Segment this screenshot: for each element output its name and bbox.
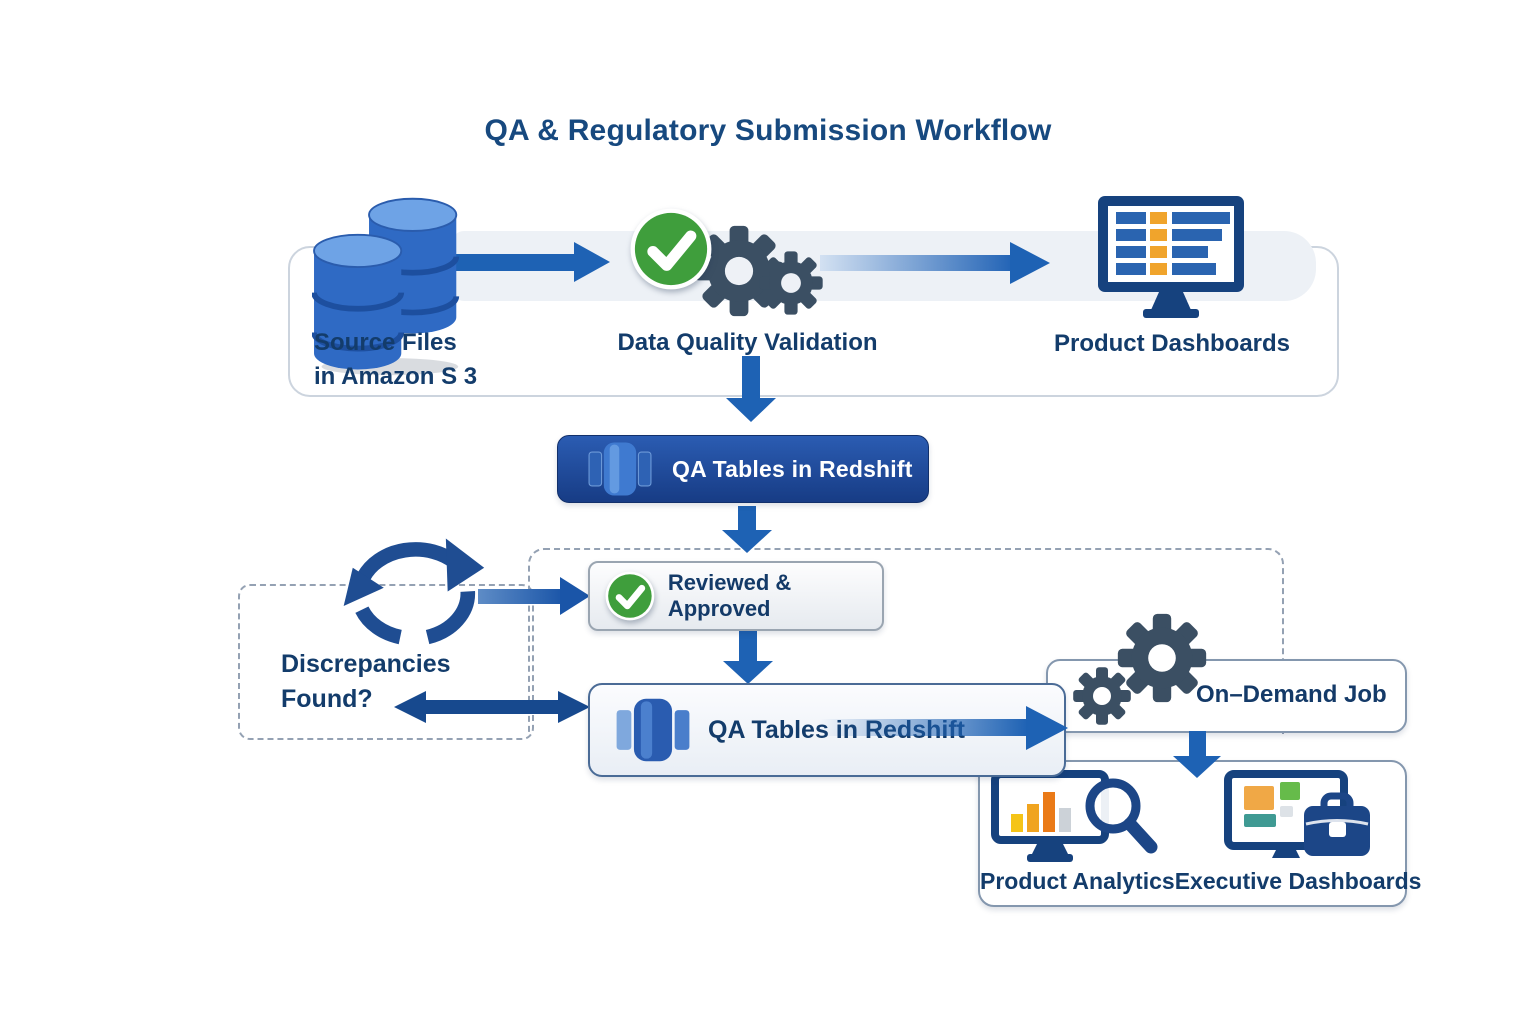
- page-title: QA & Regulatory Submission Workflow: [484, 114, 1052, 147]
- discrepancies-dashed-region: [238, 584, 534, 740]
- gear-small-icon: [758, 250, 824, 316]
- product-analytics-node: Product Analytics: [980, 762, 1175, 905]
- arrow-shaft: [456, 254, 576, 271]
- arrow-shaft: [820, 719, 1028, 736]
- arrow-shaft: [478, 589, 564, 604]
- discrepancies-label: Discrepancies Found?: [281, 647, 451, 717]
- gear-large-icon: [1116, 612, 1208, 704]
- gear-small-icon: [1072, 666, 1132, 726]
- product-analytics-label: Product Analytics: [980, 868, 1175, 894]
- arrow-head: [722, 530, 772, 553]
- reviewed-approved-label: Reviewed & Approved: [667, 570, 792, 621]
- qa-redshift-node-top: QA Tables in Redshift: [557, 435, 929, 503]
- monitor-chart-magnifier-icon: [991, 770, 1158, 862]
- review-loop-dashed-region: [528, 548, 1284, 734]
- monitor-briefcase-icon: [1224, 770, 1371, 858]
- redshift-columns-icon: [588, 442, 652, 496]
- source-label-line1: Source Files: [314, 329, 457, 356]
- outputs-container: Product Analytics Executive Dashboards: [978, 760, 1421, 907]
- arrow-shaft: [738, 506, 756, 532]
- database-stack-icon: [312, 194, 464, 378]
- arrow-head-right: [558, 691, 590, 723]
- arrow-head: [574, 242, 610, 282]
- briefcase: [1304, 792, 1371, 856]
- redshift-columns-icon: [616, 698, 690, 762]
- discrepancies-label-line2: Found?: [281, 685, 373, 713]
- monitor-table-icon: [1097, 195, 1245, 321]
- arrow-shaft: [1189, 731, 1206, 758]
- gear-large-icon: [692, 224, 786, 318]
- arrow-shaft: [742, 356, 760, 400]
- check-circle-icon: [605, 571, 655, 621]
- check-circle-icon: [628, 206, 714, 292]
- sync-arrows-icon: [340, 536, 486, 656]
- arrow-shaft: [820, 255, 1012, 271]
- arrow-head: [1026, 706, 1068, 750]
- database-front: [312, 233, 405, 370]
- source-label-line2: in Amazon S 3: [314, 363, 478, 390]
- arrow-head: [1173, 756, 1221, 778]
- arrow-head-left: [394, 691, 426, 723]
- dashboards-label: Product Dashboards: [1053, 330, 1291, 357]
- executive-dashboards-label: Executive Dashboards: [1174, 868, 1422, 894]
- arrow-shaft: [739, 631, 757, 663]
- arrow-head: [1010, 242, 1050, 284]
- arrow-head: [726, 398, 776, 422]
- validation-label: Data Quality Validation: [617, 329, 878, 356]
- arrow-head: [723, 661, 773, 684]
- arrow-head: [560, 577, 590, 615]
- executive-dashboards-node: Executive Dashboards: [1174, 762, 1422, 905]
- ondemand-job-label: On–Demand Job: [1196, 681, 1387, 708]
- qa-redshift-top-label: QA Tables in Redshift: [672, 455, 913, 482]
- arrow-shaft: [424, 700, 562, 714]
- source-label: Source Files in Amazon S 3: [314, 326, 477, 394]
- reviewed-approved-node: Reviewed & Approved: [588, 561, 884, 631]
- discrepancies-label-line1: Discrepancies: [281, 650, 451, 678]
